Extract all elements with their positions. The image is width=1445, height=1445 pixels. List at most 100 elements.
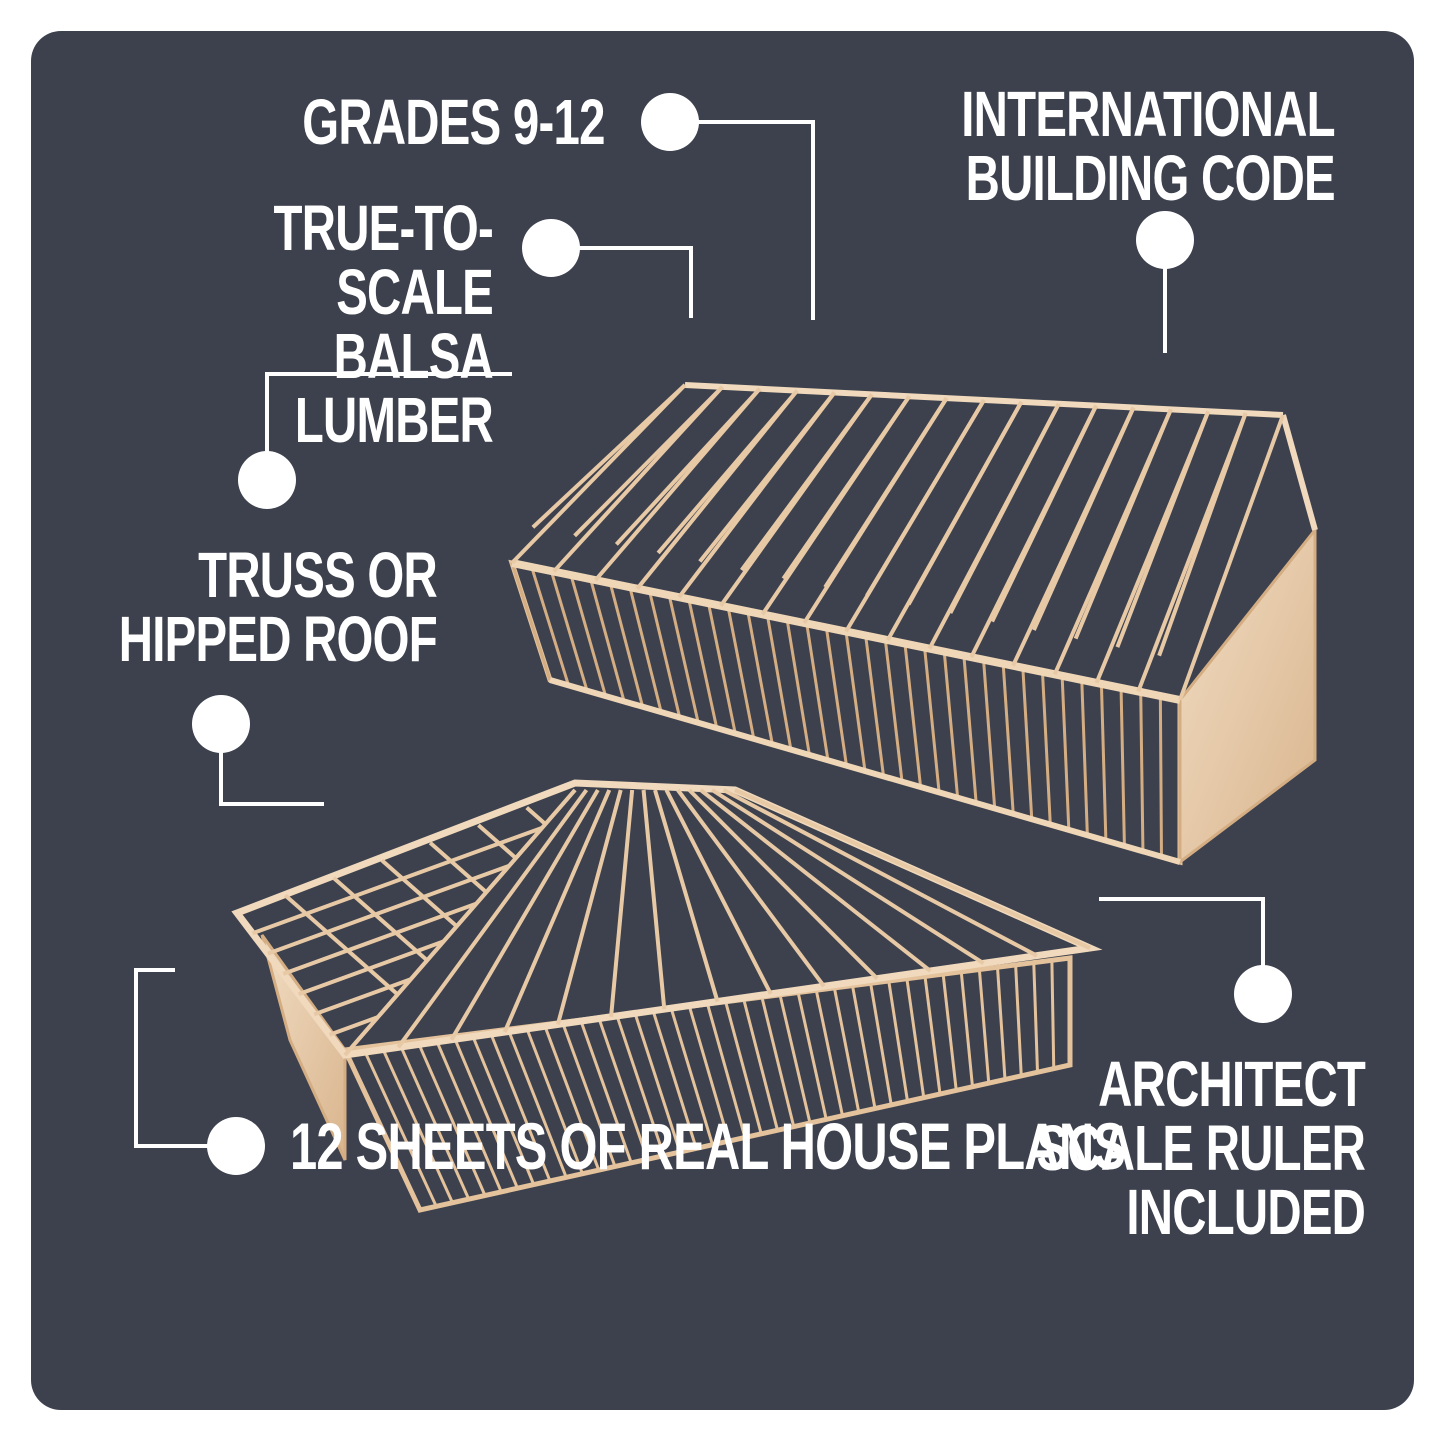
hipped-stud [814, 989, 844, 1117]
truss-web [865, 398, 986, 597]
truss-stud [942, 651, 960, 798]
hipped-jack-rafter [298, 939, 445, 997]
hipped-stud [669, 1008, 714, 1146]
roof-line-1: TRUSS OR [198, 539, 438, 611]
truss-stud [1040, 671, 1052, 825]
house-plans-label: 12 SHEETS OF REAL HOUSE PLANS [290, 1109, 1126, 1183]
truss-web [1157, 412, 1248, 657]
roof-line-2: HIPPED ROOF [118, 603, 438, 675]
truss-stud [1139, 691, 1145, 852]
connector-balsa [551, 246, 693, 318]
hipped-rafter [609, 789, 635, 1017]
truss-stud [569, 574, 608, 697]
truss-stud [510, 562, 552, 681]
truss-stud [1080, 679, 1089, 836]
hipped-stud [796, 992, 828, 1120]
hipped-stud [887, 980, 909, 1102]
hipped-stud [1014, 964, 1023, 1076]
truss-rafter [1178, 414, 1285, 701]
dot-plans [207, 1117, 265, 1175]
hipped-stud [1050, 960, 1056, 1069]
truss-stud [805, 623, 830, 761]
hipped-stud [977, 969, 991, 1084]
hipped-rafter [641, 789, 667, 1010]
truss-stud [726, 607, 756, 740]
hipped-stud [633, 1012, 682, 1153]
truss-stud [1060, 675, 1071, 830]
balsa-line-1: TRUE-TO-SCALE [273, 192, 494, 328]
hipped-stud [579, 1019, 633, 1164]
hipped-house-roof [231, 779, 1103, 1059]
ibc-line-2: BUILDING CODE [965, 142, 1336, 214]
hipped-stud [488, 1031, 552, 1182]
truss-web [781, 395, 911, 580]
hipped-stud [724, 1001, 763, 1135]
hipped-stud [434, 1037, 503, 1193]
connector-plans [134, 968, 236, 1148]
ruler-line-3: INCLUDED [1126, 1176, 1366, 1248]
hipped-stud [615, 1015, 666, 1157]
dot-roof-top [238, 451, 296, 509]
hipped-rafter [396, 788, 589, 1049]
truss-house-walls [508, 525, 1317, 866]
hipped-stud [706, 1003, 747, 1138]
hipped-rafter [711, 788, 985, 965]
truss-web [531, 383, 687, 529]
truss-stud [589, 578, 626, 702]
grades-text: GRADES 9-12 [302, 86, 606, 158]
hipped-stud [506, 1028, 568, 1178]
hipped-stud [905, 978, 926, 1098]
connector-ruler [1099, 897, 1265, 994]
hipped-stud [416, 1040, 487, 1197]
plans-text: 12 SHEETS OF REAL HOUSE PLANS [290, 1109, 1126, 1183]
hipped-stud [361, 1047, 438, 1208]
hipped-rafter [653, 789, 720, 1003]
hipped-jack-rafter [428, 841, 488, 894]
ruler-line-2: SCALE RULER [1036, 1112, 1365, 1184]
hipped-stud [959, 971, 974, 1087]
hipped-roof-house-model [231, 779, 1103, 1213]
dot-ibc [1136, 211, 1194, 269]
truss-stud [1158, 695, 1163, 857]
hipped-house-studs [343, 958, 1072, 1211]
hipped-stud [851, 985, 877, 1109]
hipped-jack-rafter [380, 858, 459, 928]
hipped-jack-rafter [251, 825, 543, 936]
balsa-lumber-label: TRUE-TO-SCALE BALSA LUMBER [128, 192, 494, 452]
hipped-jack-rafter [267, 863, 510, 956]
hipped-rafter [449, 788, 600, 1041]
truss-stud [648, 590, 682, 718]
truss-house-rafters [510, 383, 1285, 701]
truss-house-gable-edge [1280, 414, 1318, 531]
truss-roof-house-model [508, 382, 1318, 866]
hipped-rafter [734, 788, 1091, 950]
ruler-line-1: ARCHITECT [1098, 1048, 1366, 1120]
hipped-stud [524, 1026, 584, 1175]
truss-web [656, 389, 799, 555]
connector-roof-top [265, 372, 512, 480]
hipped-stud [398, 1042, 471, 1200]
truss-web [1032, 406, 1136, 631]
hipped-jack-rafter [283, 893, 399, 996]
hipped-rafter [687, 788, 879, 980]
truss-stud [883, 639, 904, 782]
hipped-jack-rafter [525, 806, 547, 826]
truss-web [573, 385, 724, 538]
callout-dots [192, 93, 1292, 1175]
truss-stud [667, 594, 700, 724]
truss-web [698, 391, 837, 563]
building-code-label: INTERNATIONAL BUILDING CODE [961, 82, 1335, 210]
truss-stud [1021, 667, 1034, 820]
hipped-stud [452, 1035, 519, 1189]
dot-grades [641, 93, 699, 151]
truss-stud [1119, 687, 1126, 846]
hipped-stud [379, 1044, 454, 1204]
hipped-stud [778, 994, 812, 1124]
hipped-stud [923, 976, 942, 1095]
truss-stud [765, 615, 793, 750]
hipped-jack-rafter [477, 823, 518, 860]
truss-web [990, 404, 1098, 623]
truss-web [823, 397, 949, 589]
truss-stud [785, 619, 811, 756]
